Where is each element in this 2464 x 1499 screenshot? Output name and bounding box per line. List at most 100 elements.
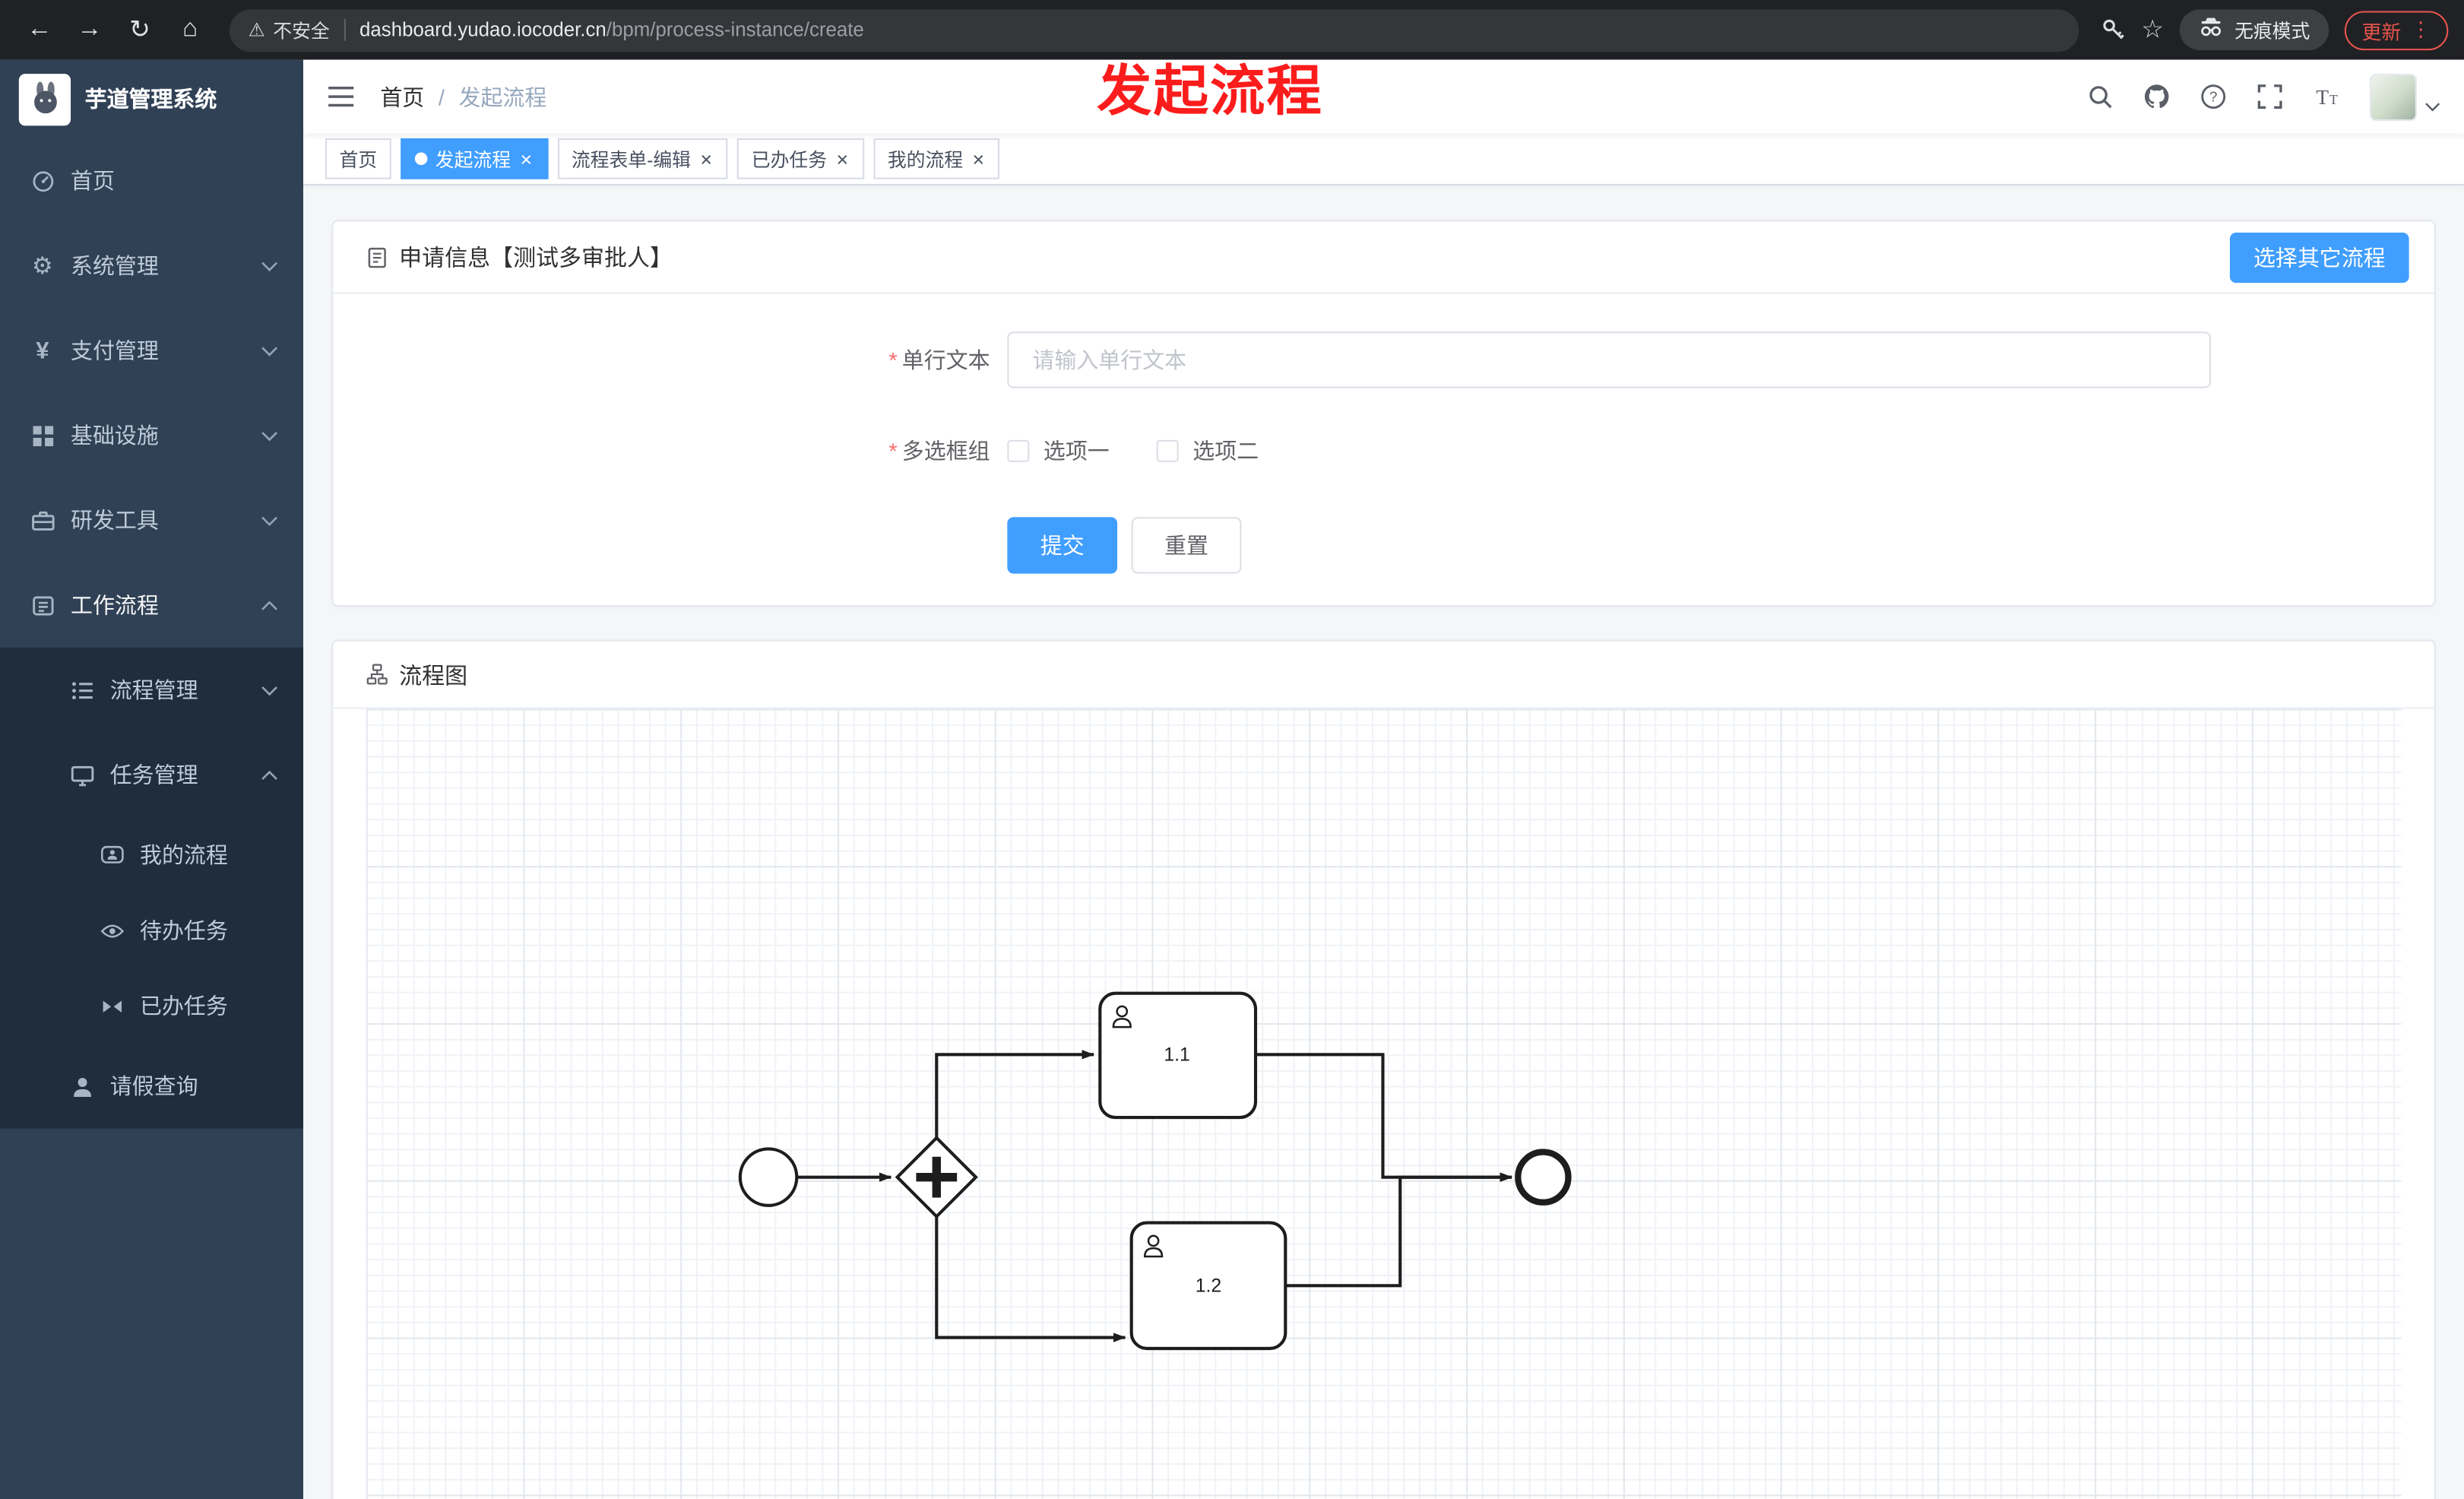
card-title: 申请信息【测试多审批人】 — [399, 246, 673, 272]
tab-home[interactable]: 首页 — [325, 138, 391, 179]
app-shell: 芋道管理系统 首页 ⚙ 系统管理 ¥ 支付管理 基础设施 — [0, 59, 2464, 1499]
security-warning-label: 不安全 — [273, 19, 330, 42]
checkbox-box[interactable] — [1007, 439, 1030, 462]
select-other-process-button[interactable]: 选择其它流程 — [2229, 233, 2409, 284]
sidebar-item-devtools[interactable]: 研发工具 — [0, 478, 303, 563]
sidebar-item-label: 支付管理 — [71, 338, 159, 363]
close-icon[interactable]: × — [972, 147, 985, 171]
tab-label: 我的流程 — [887, 148, 964, 171]
card-header: 申请信息【测试多审批人】 选择其它流程 — [333, 222, 2434, 294]
plus-icon — [916, 1156, 958, 1198]
sidebar-item-home[interactable]: 首页 — [0, 138, 303, 223]
search-icon[interactable] — [2087, 84, 2114, 110]
home-icon[interactable]: ⌂ — [182, 15, 198, 43]
user-task-1-2[interactable]: 1.2 — [1129, 1221, 1287, 1351]
user-menu[interactable] — [2369, 73, 2440, 121]
tab-my-processes[interactable]: 我的流程 × — [873, 138, 1000, 179]
sidebar-item-system-management[interactable]: ⚙ 系统管理 — [0, 223, 303, 309]
user-icon — [1144, 1234, 1164, 1258]
user-icon — [1112, 1005, 1132, 1028]
back-icon[interactable]: ← — [27, 15, 52, 43]
start-event-node[interactable] — [738, 1147, 799, 1207]
url-path: /bpm/process-instance/create — [606, 18, 864, 41]
field-label: *单行文本 — [888, 347, 990, 373]
sidebar-item-task-management[interactable]: 任务管理 — [0, 732, 304, 818]
close-icon[interactable]: × — [700, 147, 713, 171]
caret-down-icon — [2424, 101, 2440, 111]
chevron-down-icon — [261, 684, 278, 696]
sidebar-item-pending-tasks[interactable]: 待办任务 — [0, 892, 304, 968]
sequence-flow-task2-end — [1285, 1172, 1513, 1288]
checkbox-box[interactable] — [1156, 439, 1179, 462]
hamburger-icon[interactable] — [327, 85, 355, 109]
more-menu-icon[interactable]: ⋮ — [2410, 17, 2431, 41]
reset-button[interactable]: 重置 — [1131, 517, 1242, 574]
workflow-icon — [30, 592, 55, 617]
svg-text:T: T — [2316, 86, 2329, 109]
forward-icon[interactable]: → — [77, 15, 103, 43]
breadcrumb: 首页 / 发起流程 — [380, 81, 546, 112]
form-row-single-line-text: *单行文本 — [333, 331, 2434, 388]
security-warning[interactable]: ⚠ 不安全 — [249, 17, 330, 43]
sidebar-item-label: 流程管理 — [109, 677, 198, 703]
tab-completed-tasks[interactable]: 已办任务 × — [737, 138, 864, 179]
flowchart-icon — [366, 664, 388, 686]
sidebar-item-label: 工作流程 — [71, 592, 159, 618]
help-icon[interactable]: ? — [2200, 84, 2227, 110]
url-bar[interactable]: ⚠ 不安全 dashboard.yudao.iocoder.cn/bpm/pro… — [229, 8, 2079, 52]
browser-toolbar: ← → ↻ ⌂ ⚠ 不安全 dashboard.yudao.iocoder.cn… — [0, 0, 2464, 60]
sidebar-item-label: 待办任务 — [140, 917, 228, 943]
breadcrumb-home[interactable]: 首页 — [380, 84, 425, 109]
sidebar-item-payment-management[interactable]: ¥ 支付管理 — [0, 308, 303, 393]
toolbox-icon — [30, 508, 55, 533]
star-icon[interactable]: ☆ — [2141, 17, 2165, 44]
sidebar-item-my-processes[interactable]: 我的流程 — [0, 817, 304, 893]
person-icon — [69, 1073, 94, 1098]
refresh-icon[interactable]: ↻ — [129, 17, 150, 44]
chat-person-icon — [99, 842, 124, 867]
user-task-1-1[interactable]: 1.1 — [1098, 991, 1258, 1120]
field-label: *多选框组 — [888, 438, 990, 464]
sidebar: 芋道管理系统 首页 ⚙ 系统管理 ¥ 支付管理 基础设施 — [0, 59, 304, 1499]
page-content: 申请信息【测试多审批人】 选择其它流程 *单行文本 *多选框组 选项一 — [303, 185, 2464, 1499]
sidebar-item-leave-query[interactable]: 请假查询 — [0, 1043, 304, 1129]
tab-label: 已办任务 — [751, 148, 828, 171]
checkbox-option-2[interactable]: 选项二 — [1156, 436, 1259, 467]
browser-actions: ☆ 无痕模式 更新 ⋮ — [2101, 9, 2449, 51]
checkbox-option-1[interactable]: 选项一 — [1007, 436, 1110, 467]
svg-text:?: ? — [2209, 89, 2217, 105]
sidebar-item-completed-tasks[interactable]: 已办任务 — [0, 968, 304, 1044]
sidebar-item-process-management[interactable]: 流程管理 — [0, 647, 304, 733]
avatar[interactable] — [2369, 73, 2417, 121]
sidebar-item-label: 请假查询 — [109, 1073, 198, 1099]
tab-initiate-process[interactable]: 发起流程 × — [401, 138, 548, 179]
bpmn-canvas[interactable]: 1.1 1.2 — [366, 708, 2402, 1499]
tab-process-form-edit[interactable]: 流程表单-编辑 × — [557, 138, 728, 179]
task-label: 1.1 — [1164, 1045, 1189, 1066]
close-icon[interactable]: × — [520, 147, 533, 171]
fullscreen-icon[interactable] — [2257, 84, 2283, 110]
sidebar-item-workflow[interactable]: 工作流程 — [0, 563, 303, 648]
chevron-down-icon — [261, 429, 278, 441]
warning-icon: ⚠ — [248, 18, 265, 41]
parallel-gateway-node[interactable] — [895, 1136, 978, 1219]
incognito-badge: 无痕模式 — [2179, 9, 2329, 51]
key-icon[interactable] — [2101, 17, 2126, 43]
incognito-icon — [2199, 17, 2224, 43]
url-divider — [344, 18, 346, 41]
active-dot — [414, 152, 428, 166]
submit-button[interactable]: 提交 — [1007, 517, 1118, 574]
github-icon[interactable] — [2143, 84, 2170, 110]
update-button[interactable]: 更新 ⋮ — [2344, 10, 2449, 50]
chevron-up-icon — [261, 600, 278, 610]
single-line-text-input[interactable] — [1007, 331, 2212, 388]
end-event-node[interactable] — [1515, 1149, 1572, 1206]
sidebar-item-infrastructure[interactable]: 基础设施 — [0, 393, 303, 478]
logo[interactable]: 芋道管理系统 — [0, 60, 303, 138]
close-icon[interactable]: × — [836, 147, 849, 171]
sidebar-item-label: 任务管理 — [109, 762, 198, 788]
tab-label: 发起流程 — [435, 148, 511, 171]
